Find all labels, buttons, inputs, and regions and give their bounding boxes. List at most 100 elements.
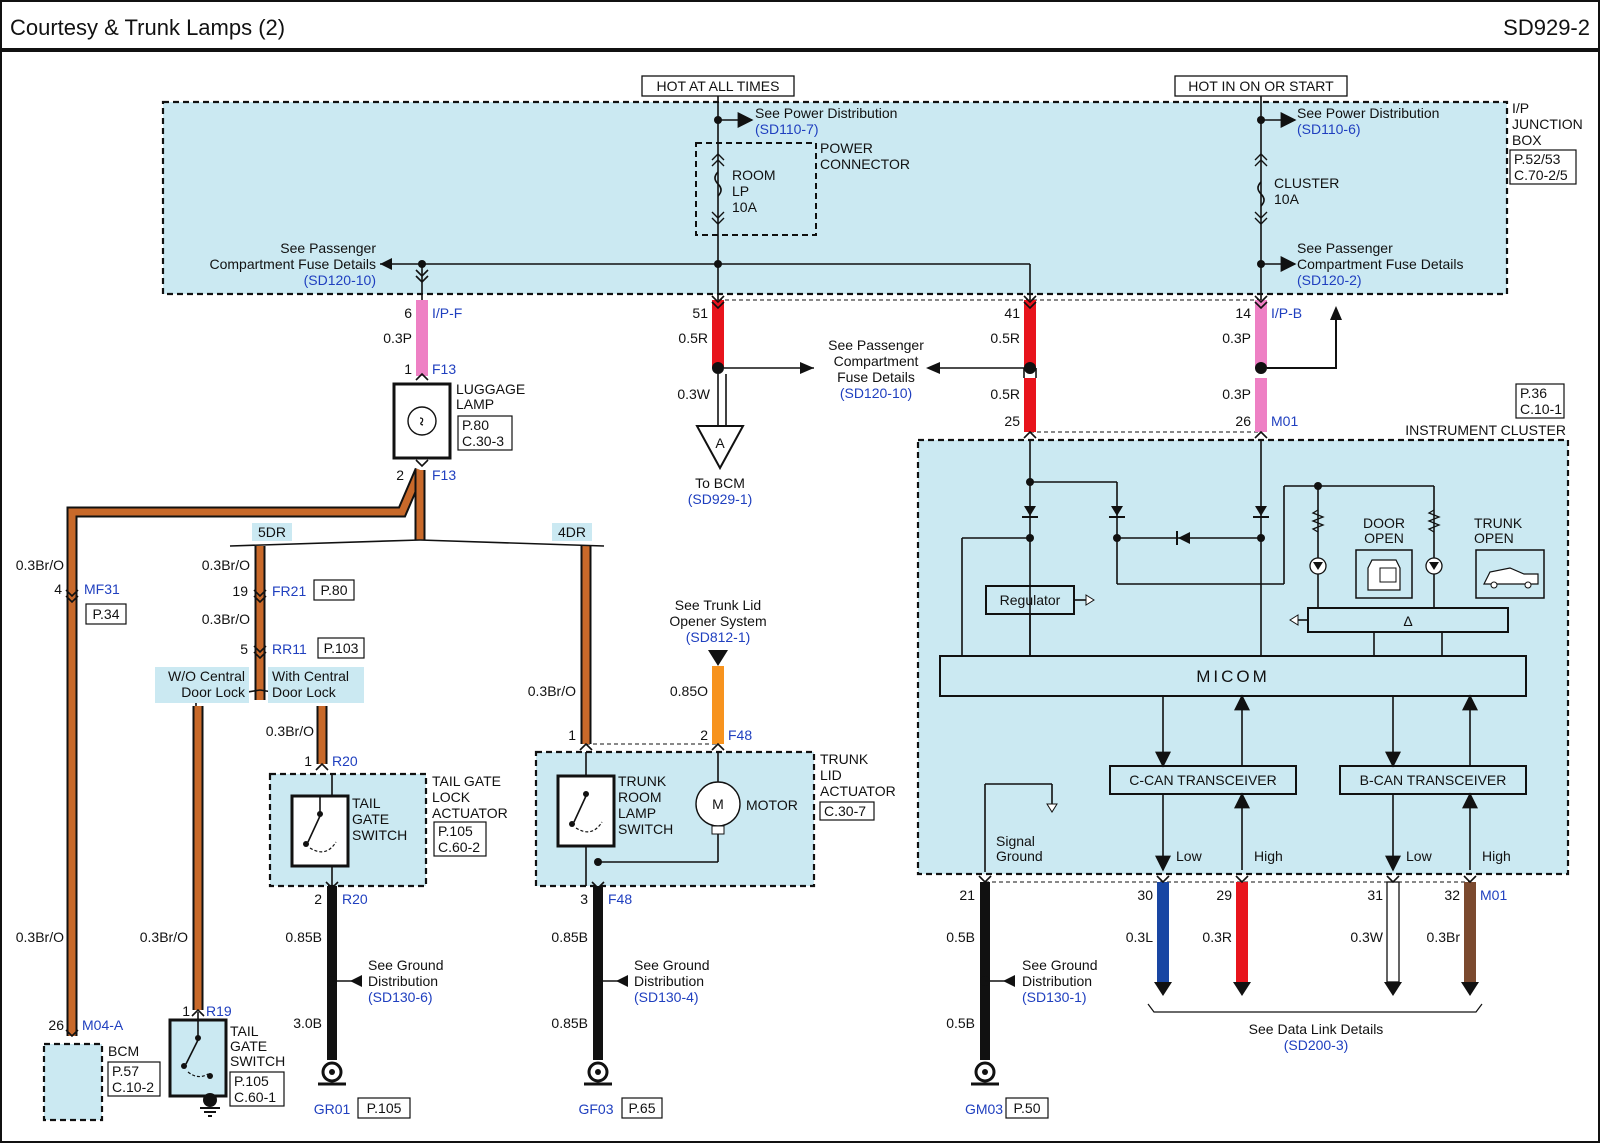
- power-connector-l2: CONNECTOR: [820, 156, 910, 172]
- option-with-l1: With Central: [272, 668, 349, 684]
- pin-26: 26: [1235, 413, 1251, 429]
- pin-1-f13: 1: [404, 361, 412, 377]
- pcfd-mid-l1: See Passenger: [828, 337, 924, 353]
- tg-switch-l3: SWITCH: [352, 827, 407, 843]
- luggage-lamp-ref-l2: C.30-3: [462, 433, 504, 449]
- cluster-ref-l2: C.10-1: [1520, 401, 1562, 417]
- luggage-lamp-l1: LUGGAGE: [456, 381, 525, 397]
- conn-r19: R19: [206, 1003, 232, 1019]
- pin-2-f13: 2: [396, 467, 404, 483]
- trunk-opener-l1: See Trunk Lid: [675, 597, 761, 613]
- wire-085o: 0.85O: [670, 683, 708, 699]
- pin-21: 21: [959, 887, 975, 903]
- tg-lock-l2: LOCK: [432, 789, 471, 805]
- ground-gr01: GR01: [314, 1101, 351, 1117]
- trunk-lid-l1: TRUNK: [820, 751, 869, 767]
- wire-b-b: 3.0B: [293, 1015, 322, 1031]
- cluster-name: INSTRUMENT CLUSTER: [1405, 422, 1566, 438]
- bcm-ref-l1: P.57: [112, 1063, 139, 1079]
- motor-m: M: [712, 796, 724, 812]
- conn-ipf: I/P-F: [432, 305, 462, 321]
- trunk-open-l2: OPEN: [1474, 530, 1514, 546]
- wire-03p-a: 0.3P: [383, 330, 412, 346]
- trunk-opener-ref: (SD812-1): [686, 629, 751, 645]
- tg-lock-l1: TAIL GATE: [432, 773, 501, 789]
- pin-1-r20: 1: [304, 753, 312, 769]
- wire-05r-a: 0.5R: [678, 330, 708, 346]
- power-dist-right-ref: (SD110-6): [1297, 121, 1361, 137]
- pin-41: 41: [1004, 305, 1020, 321]
- power-dist-left: See Power Distribution: [755, 105, 897, 121]
- ref-p103: P.103: [324, 640, 359, 656]
- pin-14: 14: [1235, 305, 1251, 321]
- wire-03p-b: 0.3P: [1222, 330, 1251, 346]
- cluster-fuse-l2: 10A: [1274, 191, 1300, 207]
- tg-sw-l2: GATE: [230, 1038, 267, 1054]
- wire-br-b: 0.3Br/O: [202, 557, 250, 573]
- wire-03p-c: 0.3P: [1222, 386, 1251, 402]
- data-link-label: See Data Link Details: [1249, 1021, 1384, 1037]
- conn-mf31: MF31: [84, 581, 120, 597]
- pin-19: 19: [232, 583, 248, 599]
- page-title: Courtesy & Trunk Lamps (2): [10, 15, 285, 40]
- ref-p50: P.50: [1014, 1100, 1041, 1116]
- conn-r20-top: R20: [332, 753, 358, 769]
- tg-switch-l1: TAIL: [352, 795, 381, 811]
- pcfd-left-ref: (SD120-10): [304, 272, 376, 288]
- bcm-ref-l2: C.10-2: [112, 1079, 154, 1095]
- pcfd-mid-l3: Fuse Details: [837, 369, 915, 385]
- pcfd-left-l2: Compartment Fuse Details: [209, 256, 376, 272]
- pcfd-mid-ref: (SD120-10): [840, 385, 912, 401]
- luggage-lamp-ref-l1: P.80: [462, 417, 489, 433]
- tg-lock-ref-l2: C.60-2: [438, 839, 480, 855]
- signal-ground-l1: Signal: [996, 833, 1035, 849]
- ground-gf03: GF03: [578, 1101, 613, 1117]
- conn-rr11: RR11: [272, 641, 307, 657]
- pin-1-f48: 1: [568, 727, 576, 743]
- trunk-opener-l2: Opener System: [669, 613, 766, 629]
- regulator-label: Regulator: [1000, 592, 1061, 608]
- power-dist-right: See Power Distribution: [1297, 105, 1439, 121]
- ip-jb-ref-l2: C.70-2/5: [1514, 167, 1568, 183]
- room-fuse-l2: LP: [732, 183, 749, 199]
- trunk-open-l1: TRUNK: [1474, 515, 1523, 531]
- wire-br-g: 0.3Br/O: [140, 929, 188, 945]
- ip-jb-l2: JUNCTION: [1512, 116, 1583, 132]
- tg-sw-ref-l2: C.60-1: [234, 1089, 276, 1105]
- trunk-lid-ref: C.30-7: [824, 803, 866, 819]
- ref-p105-gr: P.105: [367, 1100, 402, 1116]
- tg-sw-l1: TAIL: [230, 1023, 259, 1039]
- wire-br-e: 0.3Br/O: [528, 683, 576, 699]
- brown-wires: [66, 467, 592, 1036]
- trunk-switch-l2: ROOM: [618, 789, 662, 805]
- ref-p34: P.34: [93, 606, 120, 622]
- diagram-code: SD929-2: [1503, 15, 1590, 40]
- tg-sw-l3: SWITCH: [230, 1053, 285, 1069]
- ccan-label: C-CAN TRANSCEIVER: [1129, 772, 1277, 788]
- trunk-lid-l3: ACTUATOR: [820, 783, 896, 799]
- tg-sw-ref-l1: P.105: [234, 1073, 269, 1089]
- pin-25: 25: [1004, 413, 1020, 429]
- conn-fr21: FR21: [272, 583, 306, 599]
- wire-br-a: 0.3Br/O: [16, 557, 64, 573]
- gnd3-ref: (SD130-1): [1022, 989, 1087, 1005]
- signal-ground-l2: Ground: [996, 848, 1043, 864]
- pcfd-mid-l2: Compartment: [834, 353, 919, 369]
- bcm-label: BCM: [108, 1043, 139, 1059]
- micom-label: MICOM: [1196, 667, 1270, 686]
- gnd3-l2: Distribution: [1022, 973, 1092, 989]
- bcm-box: [42, 1042, 104, 1122]
- pin-2-r20: 2: [314, 891, 322, 907]
- wire-br-d: 0.3Br/O: [266, 723, 314, 739]
- wire-05r-b: 0.5R: [990, 330, 1020, 346]
- gnd1-l2: Distribution: [368, 973, 438, 989]
- tg-lock-l3: ACTUATOR: [432, 805, 508, 821]
- power-connector-box: [695, 142, 817, 236]
- room-fuse-l1: ROOM: [732, 167, 776, 183]
- conn-m01-bot: M01: [1480, 887, 1507, 903]
- pin-51: 51: [692, 305, 708, 321]
- wire-03r: 0.3R: [1202, 929, 1232, 945]
- trunk-switch-l1: TRUNK: [618, 773, 667, 789]
- delta-symbol: Δ: [1403, 613, 1412, 629]
